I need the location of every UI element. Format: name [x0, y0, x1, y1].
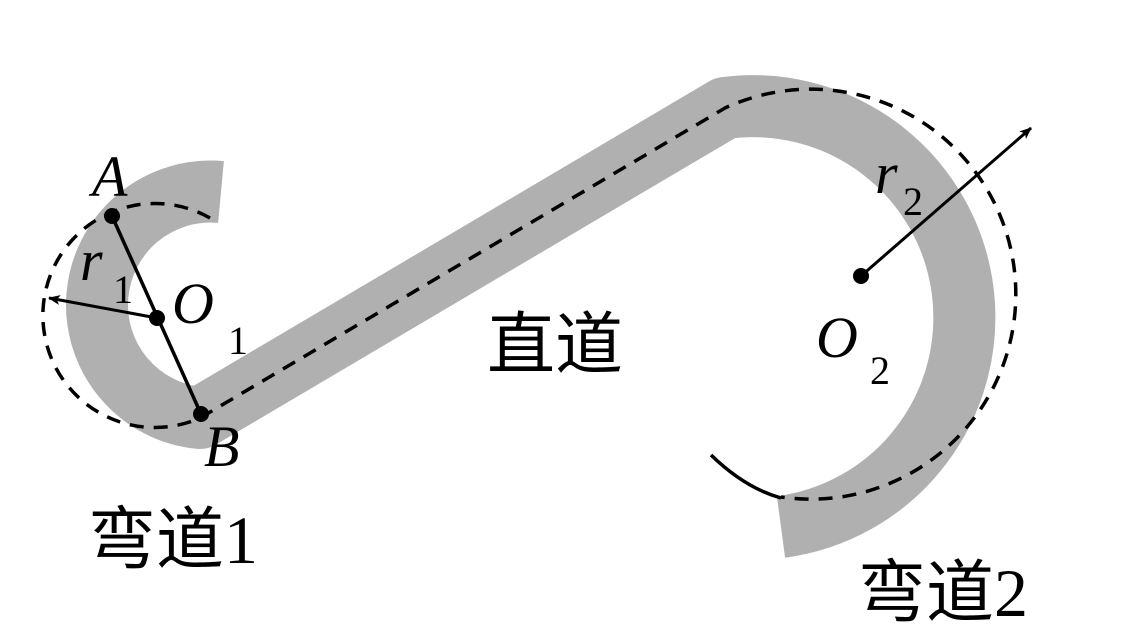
- center-o1-dot: [149, 310, 165, 326]
- label-straight-road: 直道: [487, 307, 623, 383]
- label-r2: r: [875, 141, 898, 206]
- point-b-dot: [193, 406, 209, 422]
- radius-r1-arrow: [48, 295, 158, 320]
- label-o2: O: [816, 305, 858, 370]
- label-r1: r: [80, 228, 103, 293]
- track-band: [66, 75, 996, 558]
- radius-r2-arrow: [860, 126, 1032, 278]
- label-o2-sub: 2: [870, 348, 890, 393]
- label-curve-2: 弯道2: [858, 555, 1028, 628]
- point-a-dot: [104, 208, 120, 224]
- label-o1: O: [172, 271, 214, 336]
- label-b: B: [204, 414, 239, 479]
- center-o2-dot: [853, 268, 869, 284]
- label-curve-1: 弯道1: [88, 502, 258, 578]
- label-r1-sub: 1: [113, 267, 133, 312]
- label-r2-sub: 2: [903, 179, 923, 224]
- label-a: A: [88, 144, 128, 209]
- curve2-inner-arc: [709, 453, 782, 500]
- label-o1-sub: 1: [228, 318, 248, 363]
